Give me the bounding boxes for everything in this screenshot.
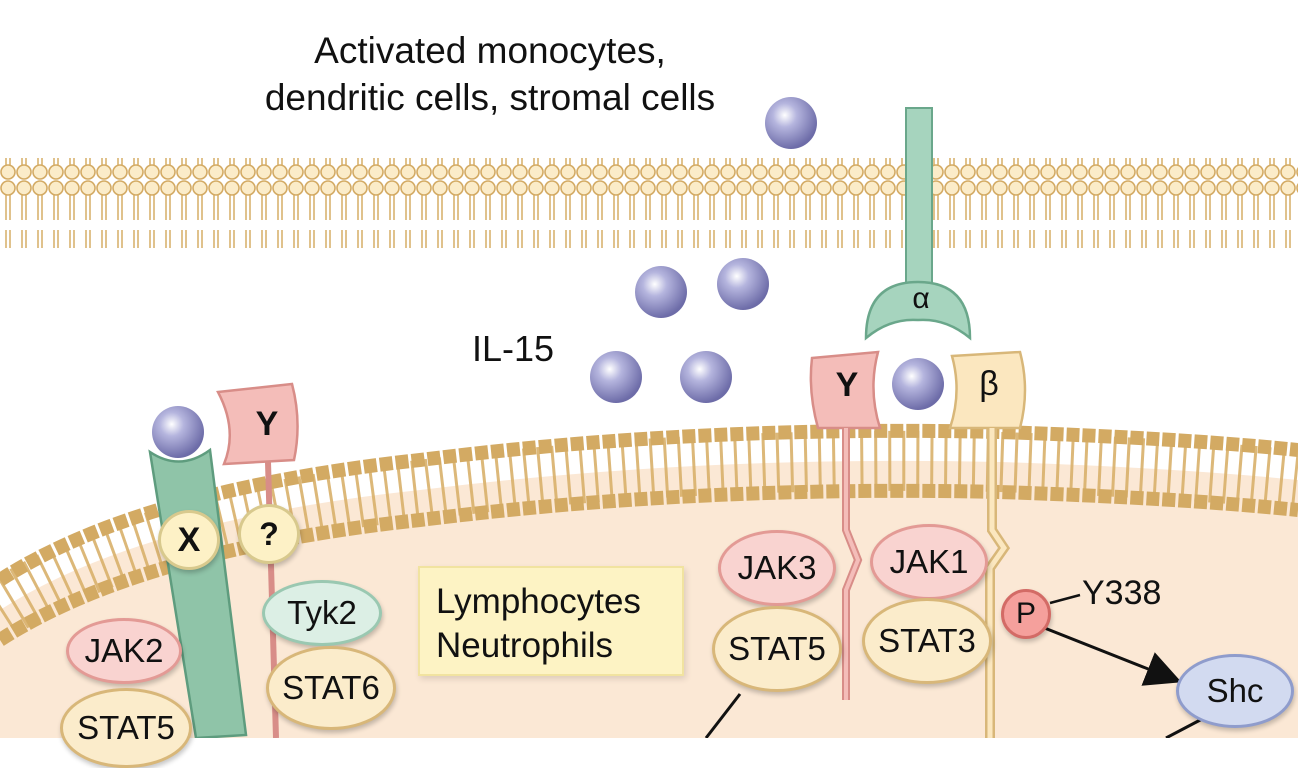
il15-ligand xyxy=(717,258,769,310)
beta-chain-tail-fill xyxy=(987,428,1008,738)
il15-signaling-diagram: Activated monocytes, dendritic cells, st… xyxy=(0,27,1298,768)
stat3-node: STAT3 xyxy=(862,598,992,684)
il15-ligand xyxy=(590,351,642,403)
il15-ligand xyxy=(680,351,732,403)
stat5-node-left: STAT5 xyxy=(60,688,192,768)
il15-ligand xyxy=(635,266,687,318)
shc-node: Shc xyxy=(1176,654,1294,728)
gamma-chain-label-right: Y xyxy=(835,366,859,404)
jak1-node: JAK1 xyxy=(870,524,988,600)
y338-label: Y338 xyxy=(1082,574,1162,612)
gamma-chain-label-left: Y xyxy=(255,405,279,443)
tyk2-node: Tyk2 xyxy=(262,580,382,646)
title-line-2: dendritic cells, stromal cells xyxy=(264,77,716,118)
x-chain-node: X xyxy=(158,510,220,570)
stat5-node-right: STAT5 xyxy=(712,606,842,692)
title-line-1: Activated monocytes, xyxy=(314,30,666,71)
target-cell-neutrophils: Neutrophils xyxy=(436,626,614,665)
upper-membrane xyxy=(0,158,1298,248)
source-cells-title: Activated monocytes, dendritic cells, st… xyxy=(210,27,770,121)
y338-pointer xyxy=(1049,593,1081,605)
il15-label: IL-15 xyxy=(472,328,555,369)
arrow-p-to-shc xyxy=(1041,625,1182,686)
beta-chain-head xyxy=(948,350,1027,430)
beta-chain-label: β xyxy=(979,365,999,403)
alpha-chain-stalk xyxy=(905,107,933,294)
target-cells-box: Lymphocytes Neutrophils xyxy=(418,566,684,676)
jak3-node: JAK3 xyxy=(718,530,836,606)
gamma-chain-head-right xyxy=(809,350,882,430)
shc-arrow xyxy=(1165,716,1205,738)
stat5-arrow xyxy=(704,693,742,738)
gamma-chain-head-left xyxy=(216,382,299,466)
il15-ligand-bound-left xyxy=(152,406,204,458)
gamma-chain-tail-right-fill xyxy=(844,428,861,700)
il15-ligand xyxy=(765,97,817,149)
phospho-node: P xyxy=(1001,589,1051,639)
target-cell-lymphocytes: Lymphocytes xyxy=(436,582,641,621)
jak2-node: JAK2 xyxy=(66,618,182,684)
stat6-node: STAT6 xyxy=(266,646,396,730)
alpha-chain-label: α xyxy=(912,282,930,315)
il15-ligand-bound xyxy=(892,358,944,410)
alpha-chain-head xyxy=(864,280,972,341)
unknown-node: ? xyxy=(238,504,300,564)
